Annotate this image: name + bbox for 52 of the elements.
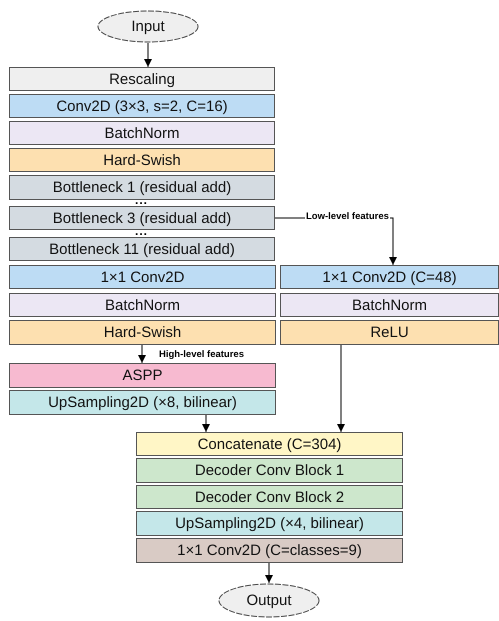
layer-name: BatchNorm xyxy=(104,124,180,142)
layer-name: ASPP xyxy=(122,367,163,384)
arrow xyxy=(202,414,210,432)
terminal-ellipse xyxy=(218,583,320,618)
layer-name: 1×1 Conv2D (C=classes=9) xyxy=(177,542,362,559)
layer-box xyxy=(9,206,275,230)
layer-box xyxy=(136,485,403,509)
layer-box xyxy=(136,458,403,483)
layer-name: Output xyxy=(246,592,292,609)
layer-name: Concatenate (C=304) xyxy=(198,436,342,452)
arrow xyxy=(138,344,146,364)
layer-box xyxy=(9,121,275,145)
layer-name: Bottleneck 1 (residual add) xyxy=(52,179,232,196)
layer-box xyxy=(136,538,403,563)
layer-box xyxy=(280,265,499,289)
layer-name: BatchNorm xyxy=(352,296,428,314)
layer-name: UpSampling2D (×4, bilinear) xyxy=(175,515,364,532)
layer-name: Input xyxy=(131,18,165,35)
arrow xyxy=(144,42,152,68)
layer-box xyxy=(280,293,499,317)
layer-name: Decoder Conv Block 1 xyxy=(194,462,344,479)
layer-box xyxy=(9,390,276,415)
layer-name: 1×1 Conv2D xyxy=(100,268,184,286)
layer-box xyxy=(9,94,275,118)
layer-name: BatchNorm xyxy=(104,296,180,314)
layer-name: Rescaling xyxy=(109,70,175,88)
layer-name: 1×1 Conv2D (C=48) xyxy=(322,268,457,286)
layer-name: Bottleneck 11 (residual add) xyxy=(49,240,235,258)
layer-name: Conv2D (3×3, s=2, C=16) xyxy=(56,98,228,114)
layer-box xyxy=(9,265,276,289)
layer-name: Hard-Swish xyxy=(103,152,181,168)
layer-name: Decoder Conv Block 2 xyxy=(194,488,344,506)
layer-name: Hard-Swish xyxy=(104,324,182,341)
layer-box xyxy=(136,511,403,536)
layer-box xyxy=(9,293,276,317)
arrow xyxy=(337,344,345,432)
layer-box xyxy=(9,237,275,261)
edge-label: High-level features xyxy=(158,349,245,361)
layer-name: UpSampling2D (×8, bilinear) xyxy=(48,394,237,411)
layer-name: Bottleneck 3 (residual add) xyxy=(52,210,232,226)
layer-box xyxy=(9,175,275,200)
ellipsis-mark: ... xyxy=(135,196,148,204)
ellipsis-mark: ... xyxy=(135,227,148,235)
layer-box xyxy=(9,363,276,388)
layer-box xyxy=(136,432,403,456)
layer-name: ReLU xyxy=(370,324,409,341)
layer-box xyxy=(9,320,276,345)
layer-box xyxy=(9,67,275,91)
layer-box xyxy=(9,148,275,172)
terminal-ellipse xyxy=(97,10,199,43)
layer-box xyxy=(280,320,499,345)
arrow xyxy=(265,562,273,584)
